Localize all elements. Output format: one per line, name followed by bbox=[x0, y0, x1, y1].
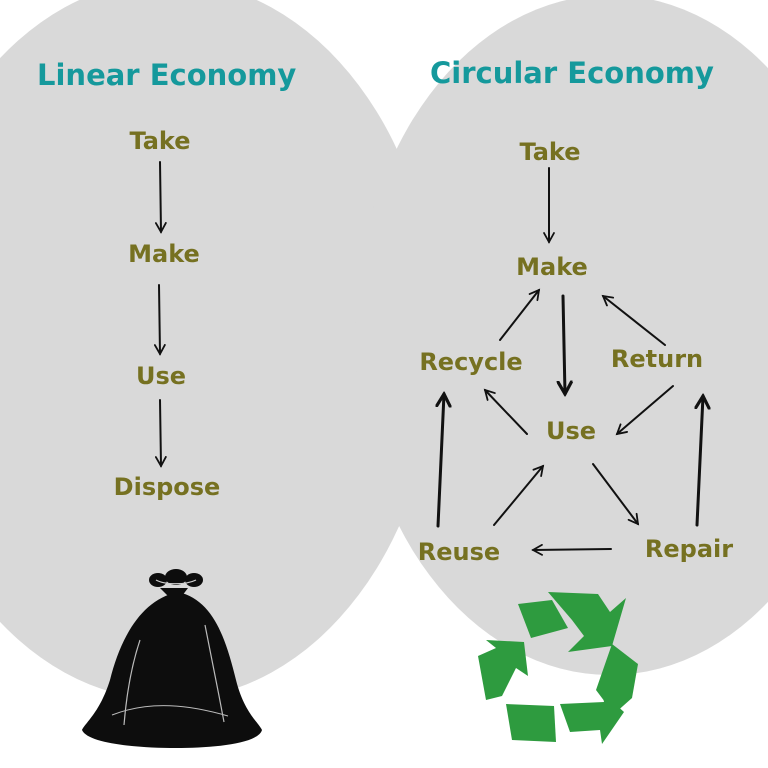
circular-title: Circular Economy bbox=[430, 56, 714, 90]
circular-node-return: Return bbox=[610, 345, 704, 373]
circular-node-repair: Repair bbox=[644, 535, 734, 563]
linear-arrow-make-use bbox=[153, 284, 166, 356]
circular-arrow-repair-return bbox=[697, 396, 703, 527]
linear-step-take: Take bbox=[129, 127, 191, 155]
circular-node-use: Use bbox=[545, 417, 597, 445]
linear-title: Linear Economy bbox=[37, 58, 297, 92]
linear-circle bbox=[0, 0, 438, 700]
circular-arrow-recycle-make bbox=[499, 288, 541, 341]
circular-node-reuse: Reuse bbox=[417, 538, 501, 566]
circular-arrow-repair-reuse bbox=[531, 543, 612, 556]
linear-arrow-use-dispose bbox=[154, 399, 167, 468]
circular-node-make: Make bbox=[516, 253, 588, 281]
circular-arrow-use-repair bbox=[592, 463, 640, 526]
linear-step-make: Make bbox=[128, 240, 200, 268]
circular-node-take: Take bbox=[519, 138, 581, 166]
recycle-icon bbox=[478, 592, 638, 744]
circular-arrow-reuse-recycle bbox=[438, 394, 444, 528]
circular-arrow-use-recycle bbox=[483, 388, 528, 435]
linear-arrow-take-make bbox=[154, 161, 167, 234]
linear-step-use: Use bbox=[135, 362, 187, 390]
circular-circle bbox=[355, 0, 768, 675]
circular-node-recycle: Recycle bbox=[419, 348, 523, 376]
circular-arrow-return-make bbox=[601, 294, 666, 346]
circular-arrow-reuse-use bbox=[493, 464, 545, 526]
circular-arrow-return-use bbox=[615, 385, 674, 436]
linear-step-dispose: Dispose bbox=[113, 473, 221, 501]
circular-arrow-make-use bbox=[563, 294, 565, 394]
trash-bag-icon bbox=[82, 569, 262, 748]
